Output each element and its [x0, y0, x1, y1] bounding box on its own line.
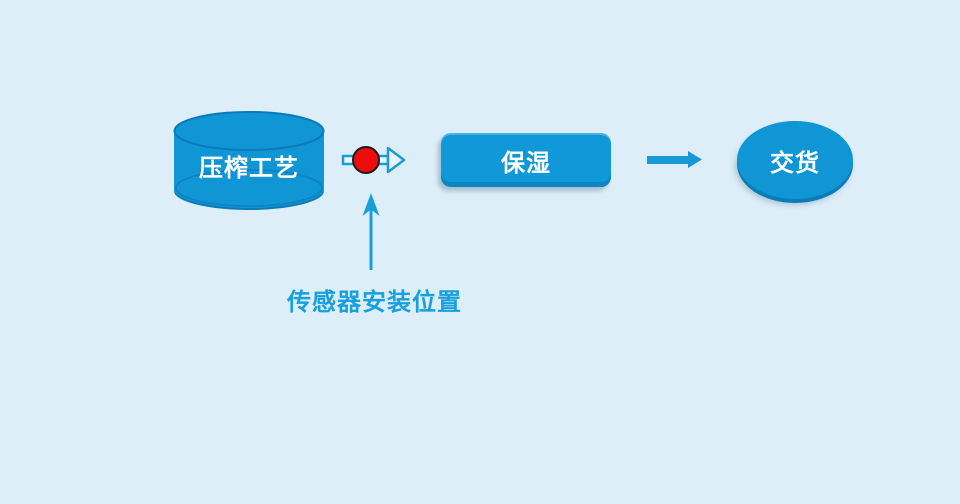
node-moisturize-label: 保湿 — [501, 149, 551, 177]
node-press-process: 压榨工艺 — [173, 111, 325, 211]
sensor-position-label: 传感器安装位置 — [287, 289, 462, 316]
right-arrow-icon — [647, 151, 702, 168]
node-delivery-label: 交货 — [770, 149, 820, 177]
node-press-process-label: 压榨工艺 — [199, 154, 299, 182]
node-moisturize: 保湿 — [441, 133, 611, 187]
cylinder-shape — [173, 111, 325, 210]
sensor-marker-dot — [352, 146, 380, 174]
node-delivery: 交货 — [737, 121, 853, 199]
up-arrow-icon — [362, 193, 380, 270]
